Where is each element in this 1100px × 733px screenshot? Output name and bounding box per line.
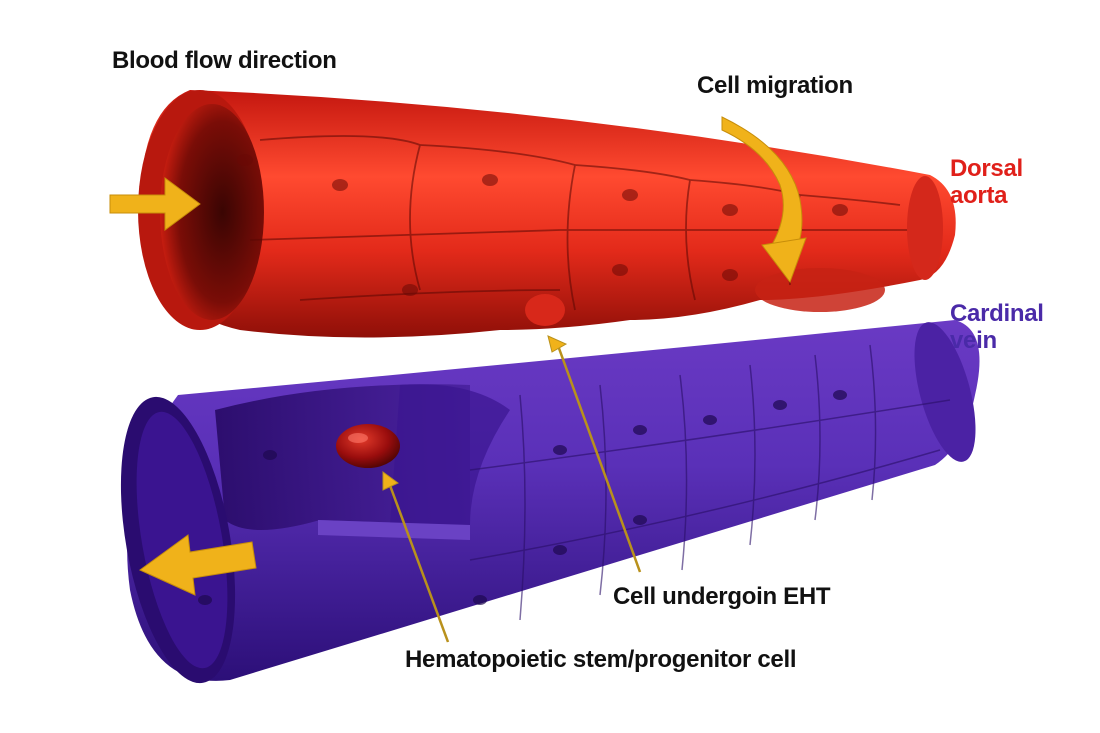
hspc-cell-highlight (348, 433, 368, 443)
cardinal-vein-tube (120, 320, 980, 684)
dorsal-aorta-label-line1: Dorsal (950, 155, 1023, 182)
cardinal-vein-label: Cardinal vein (950, 300, 1044, 354)
dorsal-aorta-label: Dorsal aorta (950, 155, 1023, 209)
hspc-pointer (382, 471, 450, 643)
dorsal-aorta-label-line2: aorta (950, 182, 1008, 209)
blood-flow-label: Blood flow direction (112, 47, 337, 74)
dorsal-aorta-tube (138, 90, 956, 338)
cell-eht-label: Cell undergoin EHT (613, 583, 831, 610)
hspc-cell (336, 424, 400, 468)
eht-pointer (547, 335, 642, 573)
cell-migration-label: Cell migration (697, 72, 853, 99)
blood-flow-arrow-right (109, 177, 201, 231)
cardinal-vein-label-line1: Cardinal (950, 300, 1044, 327)
cardinal-vein-label-line2: vein (950, 327, 997, 354)
cell-migration-arrow (721, 116, 807, 284)
blood-flow-arrow-left (139, 534, 257, 596)
hspc-label: Hematopoietic stem/progenitor cell (405, 646, 797, 673)
